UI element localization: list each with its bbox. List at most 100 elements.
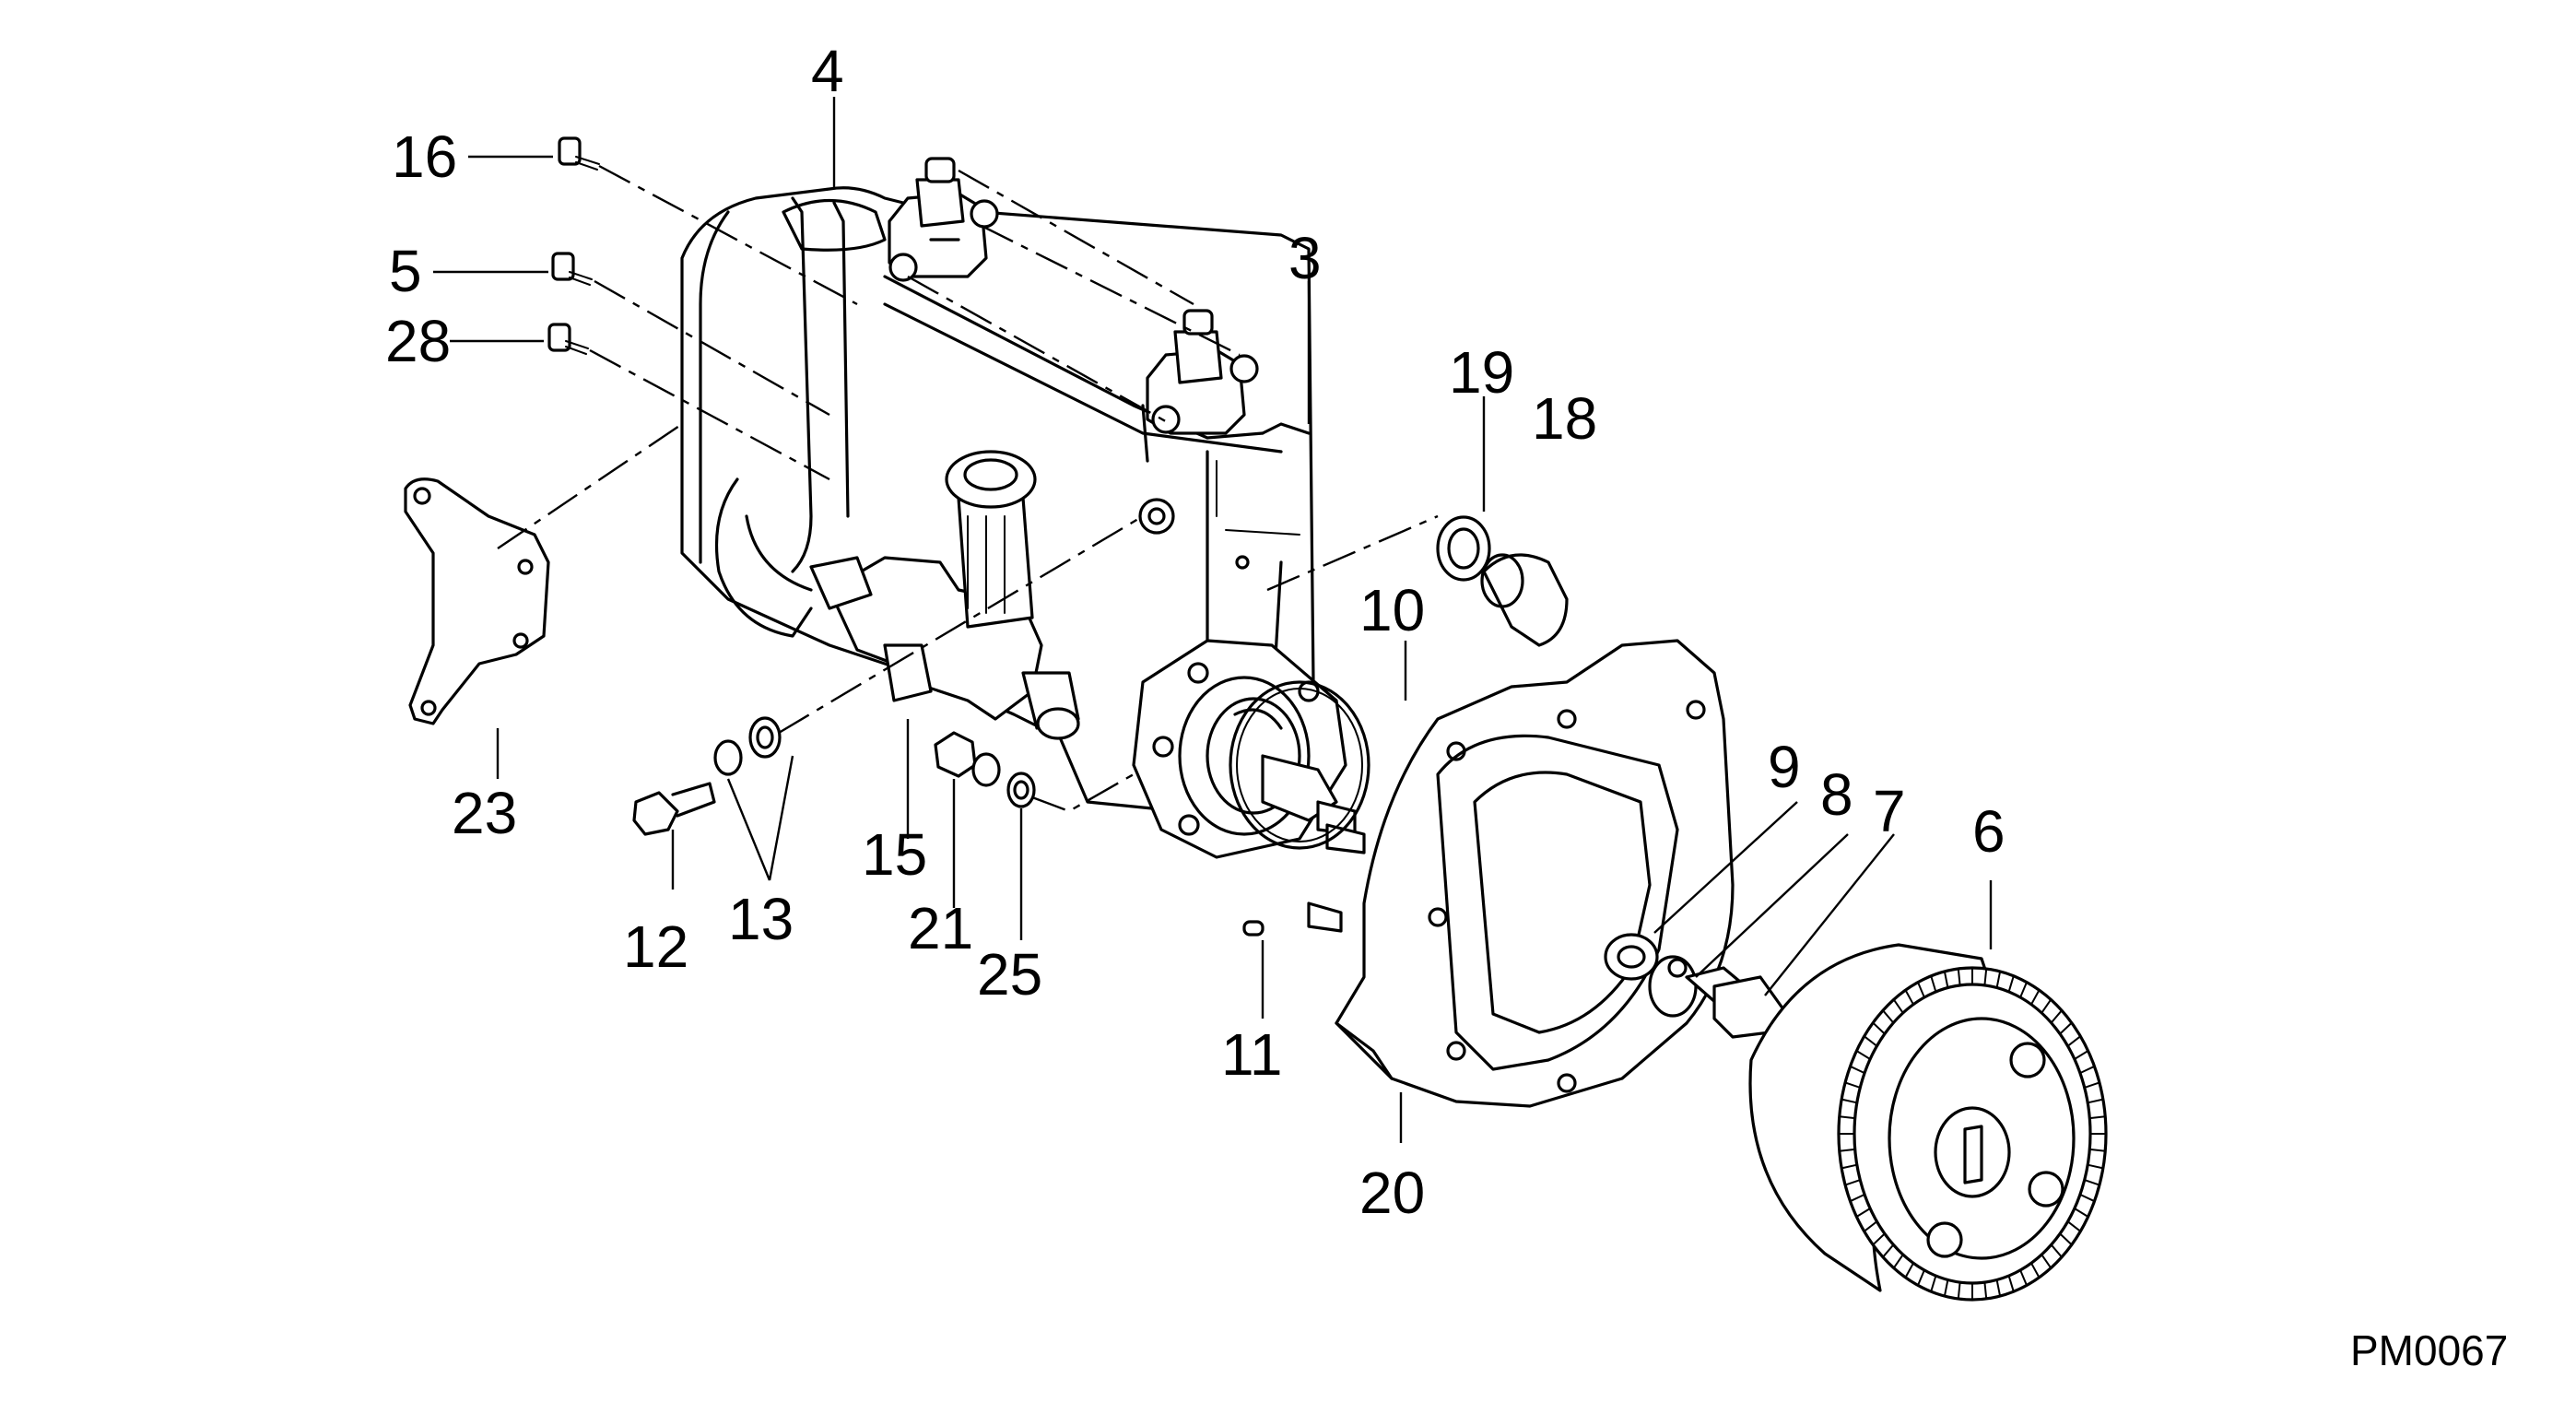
key-11 <box>1242 920 1264 937</box>
callout-13: 13 <box>728 886 794 952</box>
gear-tooth <box>1872 1232 1886 1246</box>
gear-tooth <box>2019 1269 2028 1287</box>
leader-lines <box>433 97 1993 1143</box>
gear-tooth <box>2088 1148 2107 1152</box>
callout-23: 23 <box>452 780 518 846</box>
gear-tooth <box>2059 1232 2073 1246</box>
gear-tooth <box>1872 1021 1886 1035</box>
gear-tooth <box>1917 981 1925 998</box>
gear-tooth <box>2041 998 2053 1014</box>
gear-tooth <box>2083 1179 2100 1186</box>
callout-5: 5 <box>389 238 422 304</box>
gear-tooth <box>1995 970 2002 989</box>
gear-tooth <box>2088 1115 2107 1120</box>
gear-tooth <box>1983 1281 1988 1300</box>
callout-19: 19 <box>1449 339 1515 406</box>
gear-tooth <box>1957 1281 1961 1300</box>
gear-tooth <box>1863 1220 1878 1232</box>
gear-tooth <box>2007 974 2015 993</box>
gear-tooth <box>1855 1208 1872 1218</box>
gear-tooth <box>2007 1275 2015 1293</box>
gear-tooth <box>1917 1269 1925 1287</box>
callout-25: 25 <box>977 941 1043 1007</box>
front-housing-20 <box>1335 639 1735 1108</box>
bracket-23 <box>404 477 550 725</box>
gear-tooth <box>1930 974 1937 993</box>
gear-tooth <box>1841 1098 1858 1104</box>
callout-16: 16 <box>392 124 458 190</box>
callout-18: 18 <box>1532 385 1598 452</box>
gear-tooth <box>1849 1065 1866 1075</box>
washer-13a <box>713 739 743 776</box>
callout-6: 6 <box>1972 798 2006 865</box>
callout-12: 12 <box>623 913 689 980</box>
gear-tooth <box>2066 1220 2082 1232</box>
gear-tooth <box>1943 1278 1949 1298</box>
gear-tooth <box>2050 1243 2063 1258</box>
o-ring-10 <box>1229 680 1370 850</box>
gear-tooth <box>1844 1179 1862 1186</box>
gear-tooth <box>1863 1035 1878 1047</box>
gear-tooth <box>2078 1193 2096 1203</box>
callout-10: 10 <box>1359 577 1426 643</box>
gear-tooth <box>1957 968 1961 986</box>
gear-tooth <box>1838 1148 1856 1152</box>
nut-21 <box>934 731 977 778</box>
screw-28 <box>547 323 589 355</box>
delivery-valve-holders <box>888 157 1259 435</box>
gear-tooth <box>2059 1021 2073 1035</box>
callout-4: 4 <box>811 38 844 104</box>
gear-tooth <box>2066 1035 2082 1047</box>
drive-gear-6 <box>1748 943 2108 1302</box>
gear-tooth <box>1943 970 1949 989</box>
screw-16 <box>558 136 600 171</box>
callout-21: 21 <box>908 895 974 961</box>
washer-25 <box>1006 772 1036 808</box>
gear-tooth <box>2078 1065 2096 1075</box>
gear-tooth <box>1904 1262 1914 1278</box>
callout-28: 28 <box>385 308 452 374</box>
gear-tooth <box>1882 1009 1895 1024</box>
gear-tooth <box>2073 1050 2089 1060</box>
gear-tooth <box>1855 1050 1872 1060</box>
gear-tooth <box>2030 1262 2041 1278</box>
gear-tooth <box>1995 1278 2002 1298</box>
gear-tooth <box>2050 1009 2063 1024</box>
callout-11: 11 <box>1221 1021 1283 1088</box>
gear-teeth <box>1838 967 2107 1301</box>
gear-tooth <box>1844 1081 1862 1089</box>
washer-19 <box>1436 515 1491 582</box>
gear-tooth <box>2083 1081 2100 1089</box>
callout-8: 8 <box>1820 761 1853 828</box>
gear-tooth <box>1904 989 1914 1006</box>
callout-20: 20 <box>1359 1160 1426 1226</box>
gear-tooth <box>1930 1275 1937 1293</box>
washer-21b <box>971 752 1001 787</box>
screw-5 <box>551 252 593 286</box>
gear-tooth <box>2041 1254 2053 1269</box>
gear-tooth <box>1983 968 1988 986</box>
gear-tooth <box>2087 1098 2104 1104</box>
figure-code: PM0067 <box>2350 1326 2509 1374</box>
gear-tooth <box>2073 1208 2089 1218</box>
gear-tooth <box>1892 998 1904 1014</box>
gear-tooth <box>1849 1193 1866 1203</box>
washer-9 <box>1604 933 1659 981</box>
gear-tooth <box>1892 1254 1904 1269</box>
plug-18 <box>1480 553 1569 647</box>
gear-tooth <box>2030 989 2041 1006</box>
feed-pump <box>809 450 1175 740</box>
gear-tooth <box>1841 1163 1858 1170</box>
callout-15: 15 <box>862 821 928 888</box>
callout-7: 7 <box>1873 778 1906 844</box>
gear-tooth <box>2087 1163 2104 1170</box>
gear-tooth <box>1882 1243 1895 1258</box>
gear-tooth <box>1838 1115 1856 1120</box>
washer-13b <box>748 716 782 759</box>
callout-9: 9 <box>1768 734 1801 800</box>
drive-flange-3 <box>1132 639 1366 933</box>
bolt-12 <box>632 782 716 836</box>
gear-tooth <box>2019 981 2028 998</box>
